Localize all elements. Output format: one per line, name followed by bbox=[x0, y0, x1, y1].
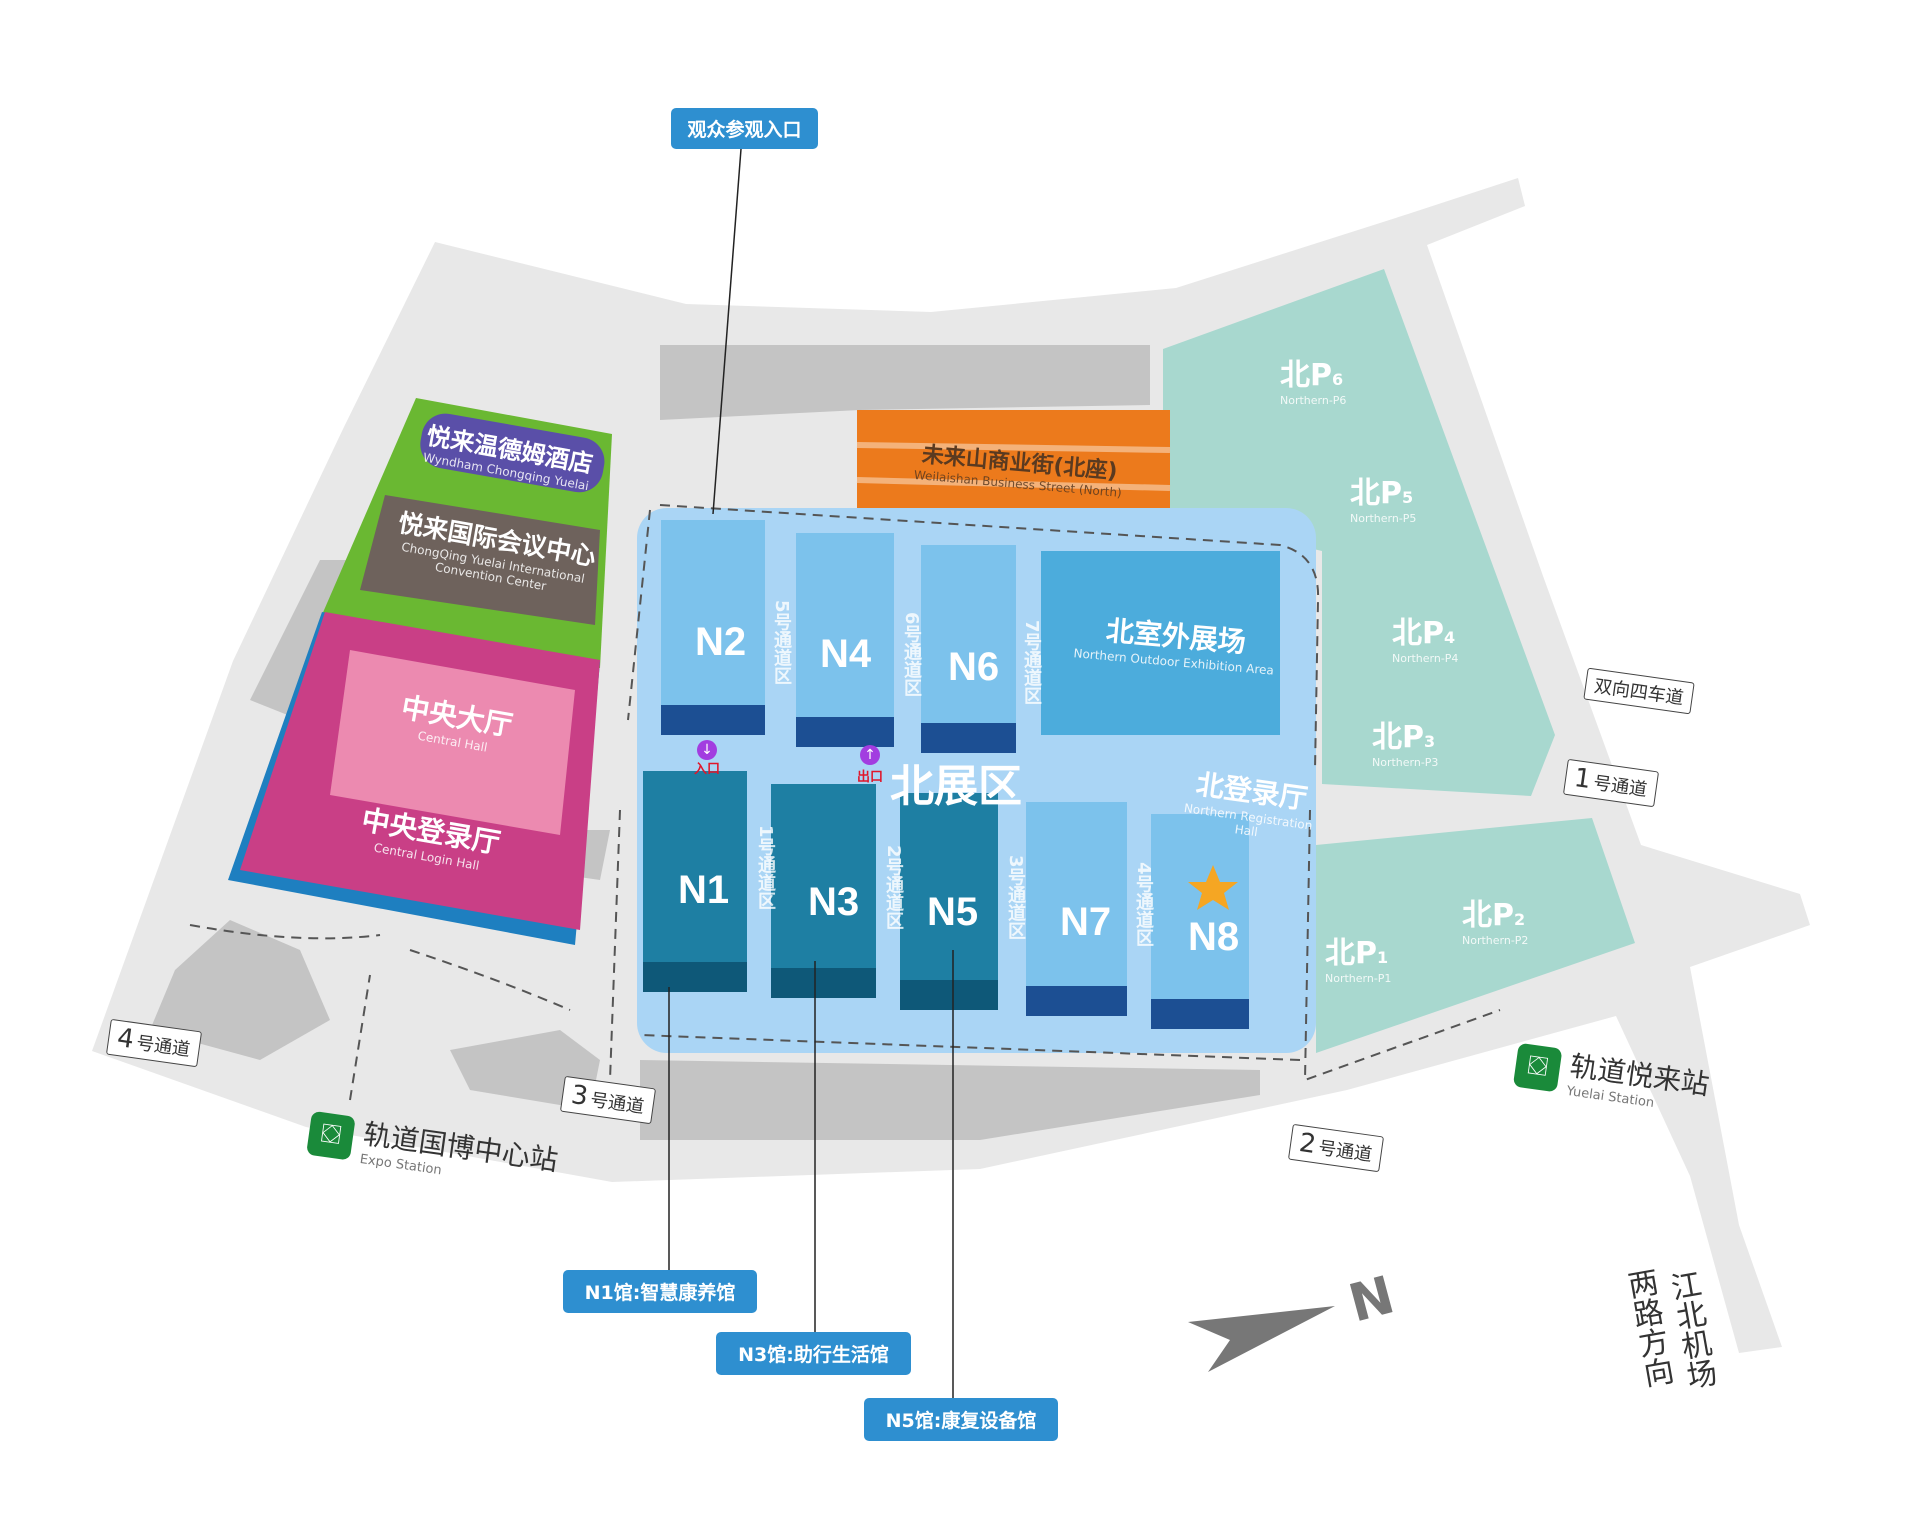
n5-callout[interactable]: N5馆:康复设备馆 bbox=[864, 1398, 1058, 1441]
hall-n5[interactable]: N5 bbox=[927, 890, 979, 934]
entry-arrow-icon: ↓ bbox=[697, 740, 717, 760]
hall-n6[interactable]: N6 bbox=[948, 645, 1000, 689]
entry-label: 入口 bbox=[694, 762, 721, 777]
exit-label: 出口 bbox=[857, 770, 884, 785]
hall-n1[interactable]: N1 bbox=[678, 868, 730, 912]
aisle-7: 7号通道区 bbox=[1021, 620, 1042, 705]
commercial-street bbox=[857, 410, 1170, 527]
compass-arrow-icon bbox=[1188, 1306, 1335, 1372]
star-icon bbox=[1188, 865, 1238, 910]
exit-arrow-icon: ↑ bbox=[860, 745, 880, 765]
outdoor-exhibition-area bbox=[1041, 551, 1280, 735]
halls bbox=[643, 520, 1249, 1029]
central-hall-top bbox=[330, 650, 575, 835]
walking-routes bbox=[189, 504, 1501, 1101]
visitor-entrance-callout: 观众参观入口 bbox=[671, 108, 818, 149]
n1-callout[interactable]: N1馆:智慧康养馆 bbox=[563, 1270, 757, 1313]
hall-n2[interactable]: N2 bbox=[695, 620, 747, 664]
parking-north-lower bbox=[1316, 818, 1635, 1053]
convention-building bbox=[360, 495, 600, 625]
hall-n4[interactable]: N4 bbox=[820, 632, 872, 676]
aisle-4: 4号通道区 bbox=[1133, 862, 1154, 947]
callout-lines bbox=[668, 148, 954, 1398]
aisle-6: 6号通道区 bbox=[901, 612, 922, 697]
metro-icon: ⛋ bbox=[1512, 1042, 1563, 1092]
aisle-3: 3号通道区 bbox=[1005, 855, 1026, 940]
north-zone-label: 北展区 bbox=[890, 761, 1022, 812]
hall-n3[interactable]: N3 bbox=[808, 880, 860, 924]
aisle-2: 2号通道区 bbox=[883, 845, 904, 930]
aisle-1: 1号通道区 bbox=[755, 825, 776, 910]
hall-n7[interactable]: N7 bbox=[1060, 900, 1112, 944]
hotel-building bbox=[420, 413, 605, 493]
parking-north-upper bbox=[1163, 269, 1555, 796]
street-stripes bbox=[856, 442, 1171, 491]
aisle-5: 5号通道区 bbox=[771, 600, 792, 685]
metro-icon: ⛋ bbox=[306, 1110, 356, 1161]
n3-callout[interactable]: N3馆:助行生活馆 bbox=[716, 1332, 911, 1375]
hall-n8[interactable]: N8 bbox=[1188, 915, 1240, 959]
